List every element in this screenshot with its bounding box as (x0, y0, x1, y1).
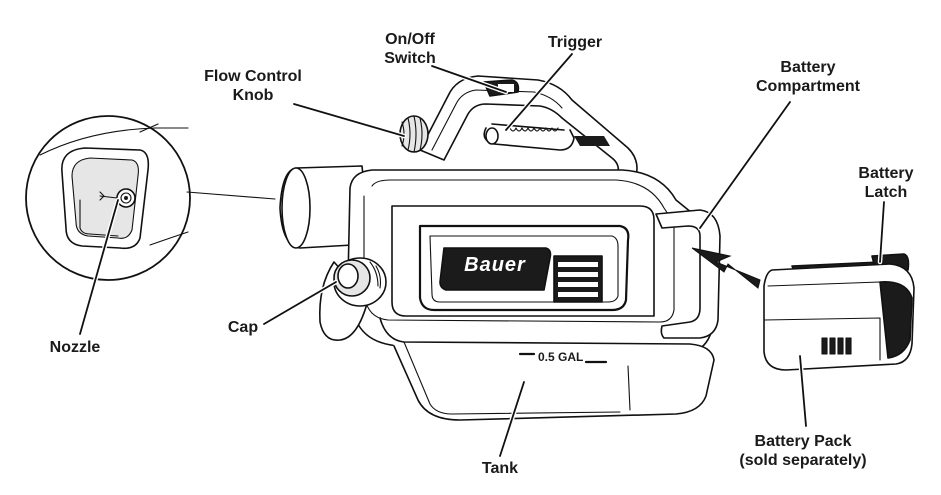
label-flow-control-knob: Flow Control Knob (204, 68, 302, 104)
leader-cap (263, 281, 337, 325)
label-trigger: Trigger (547, 34, 603, 51)
leader-battery-latch (879, 201, 885, 263)
label-tank: Tank (481, 460, 519, 477)
leader-on-off-switch (431, 65, 507, 93)
tank-capacity-text: 0.5 GAL (538, 350, 584, 364)
leader-battery-compartment (699, 101, 791, 229)
label-battery-pack: Battery Pack (sold separately) (739, 433, 867, 469)
label-battery-latch: Battery Latch (858, 165, 914, 201)
label-nozzle: Nozzle (49, 339, 101, 356)
label-battery-compartment: Battery Compartment (755, 59, 860, 95)
battery-pack-shape (763, 253, 915, 371)
cap-shape (318, 257, 387, 341)
leader-flow-control-knob (293, 103, 405, 137)
leader-nozzle (79, 199, 119, 335)
leader-trigger (505, 53, 573, 131)
nozzle-detail-inset (25, 115, 276, 281)
label-cap: Cap (227, 319, 259, 336)
battery-gauge-bars (553, 255, 603, 303)
label-on-off-switch: On/Off Switch (384, 31, 436, 67)
brand-logo-text: Bauer (464, 254, 526, 276)
sprayer-body (279, 75, 721, 421)
leader-battery-pack (799, 355, 807, 427)
insert-arrow (691, 247, 761, 289)
leader-lines (77, 51, 887, 459)
leader-tank (499, 381, 525, 457)
